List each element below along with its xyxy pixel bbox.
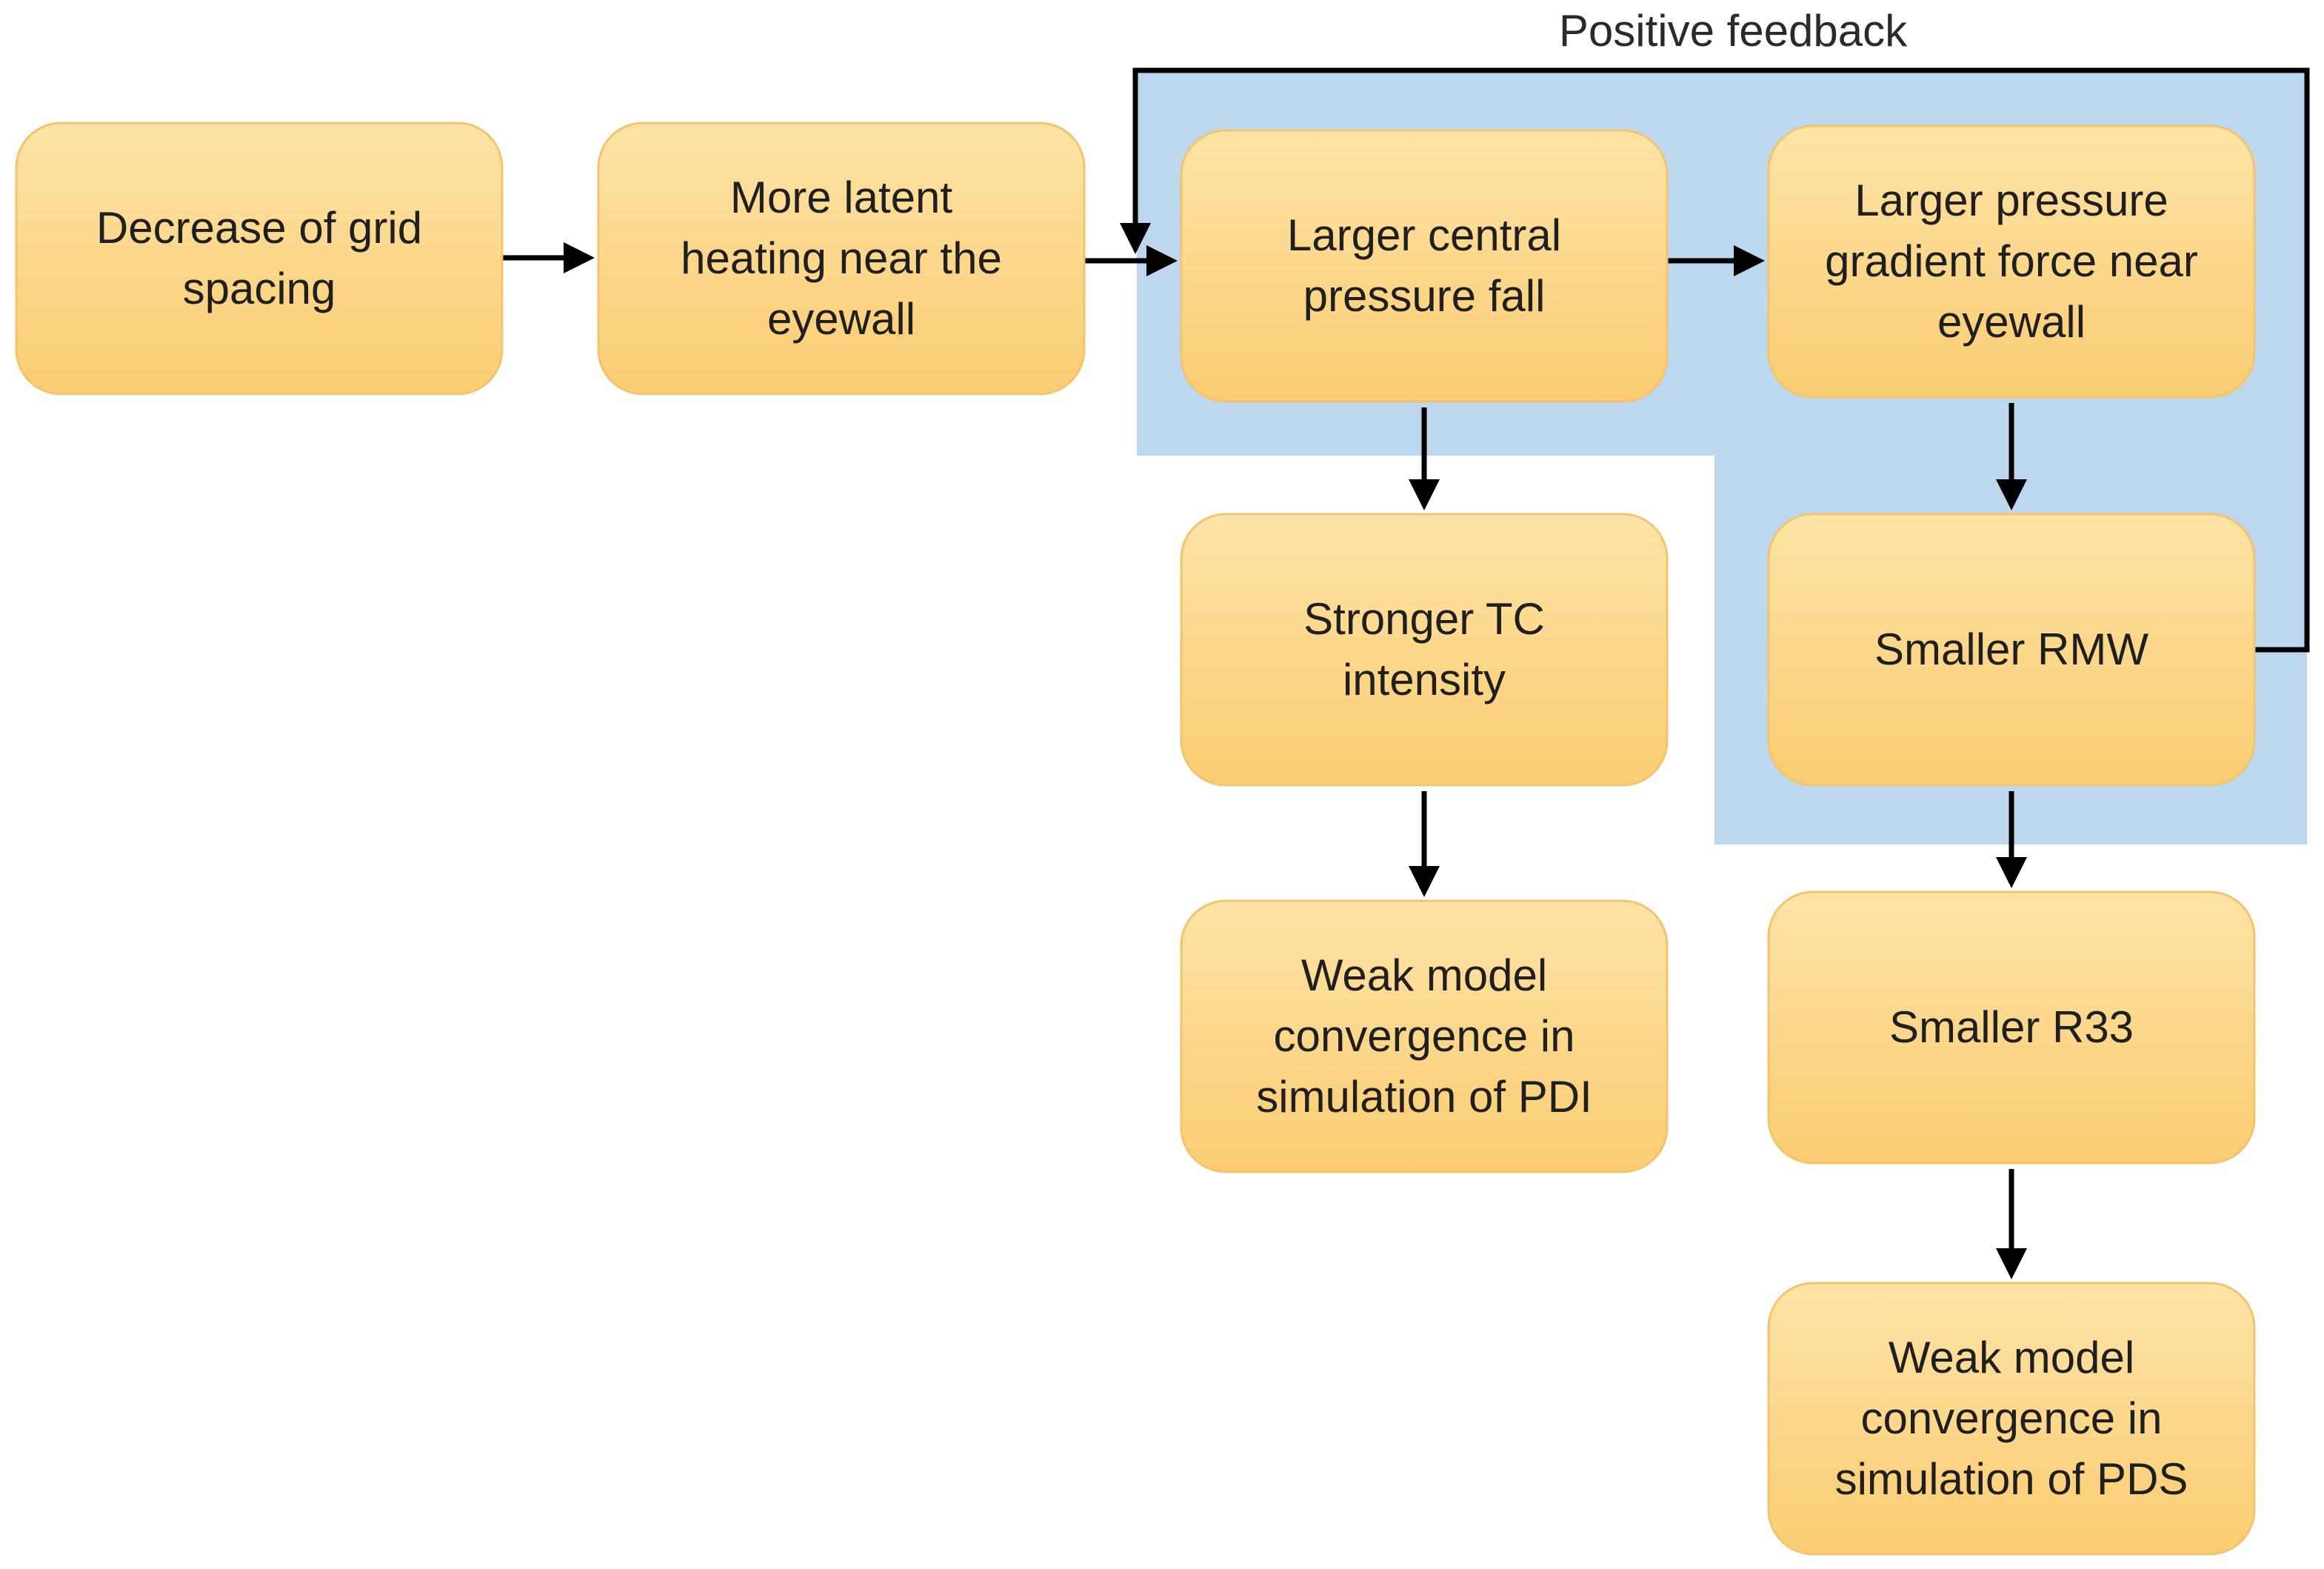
- flow-node: Decrease of grid spacing: [15, 121, 504, 396]
- flow-node: Larger pressure gradient force near eyewal…: [1767, 124, 2256, 399]
- flow-node-text: Weak model: [1889, 1333, 2134, 1382]
- flow-node-text: convergence in: [1861, 1393, 2163, 1443]
- flow-node-box: [1180, 513, 1669, 787]
- flow-node-text: Decrease of grid: [96, 203, 422, 253]
- flow-node-text: intensity: [1343, 655, 1506, 704]
- flow-node-text: Stronger TC: [1303, 594, 1545, 644]
- positive-feedback-label: Positive feedback: [1559, 6, 1908, 56]
- flow-node-text: gradient force near: [1825, 236, 2198, 286]
- flow-node-text: Weak model: [1301, 950, 1547, 1000]
- flow-node-text: Larger pressure: [1854, 176, 2168, 225]
- flow-node-box: [1767, 124, 2256, 399]
- flow-node: More latent heating near the eyewall: [597, 121, 1086, 396]
- feedback-arrow: [1120, 67, 2310, 653]
- flow-node-text: simulation of PDI: [1256, 1072, 1592, 1122]
- flow-node: Smaller RMW: [1767, 513, 2256, 787]
- flow-node: Stronger TC intensity: [1180, 513, 1669, 787]
- flow-node-box: [597, 121, 1086, 396]
- flow-node-text: pressure fall: [1303, 271, 1546, 321]
- flow-node-text: More latent: [730, 173, 952, 222]
- flow-node-text: eyewall: [1937, 297, 2086, 347]
- flow-node-box: [1767, 513, 2256, 787]
- flow-node-box: [1180, 899, 1669, 1173]
- flow-node: Weak model convergence in simulation of PD…: [1180, 899, 1669, 1173]
- flow-node-box: [1767, 1282, 2256, 1556]
- flow-node: Weak model convergence in simulation of PD…: [1767, 1282, 2256, 1556]
- flow-node-text: convergence in: [1274, 1011, 1575, 1061]
- flow-node-box: [15, 121, 504, 396]
- flow-node-text: Larger central: [1287, 210, 1561, 260]
- flow-node-text: spacing: [183, 264, 336, 313]
- flow-node: Smaller R33: [1767, 890, 2256, 1165]
- flow-node-text: Smaller RMW: [1874, 624, 2148, 674]
- flow-node-text: heating near the: [681, 233, 1002, 283]
- flow-node-box: [1180, 129, 1669, 403]
- flow-node: Larger central pressure fall: [1180, 129, 1669, 403]
- flow-node-box: [1767, 890, 2256, 1165]
- flow-node-text: Smaller R33: [1889, 1002, 2134, 1052]
- flow-node-text: simulation of PDS: [1835, 1454, 2188, 1504]
- flow-node-text: eyewall: [767, 294, 915, 344]
